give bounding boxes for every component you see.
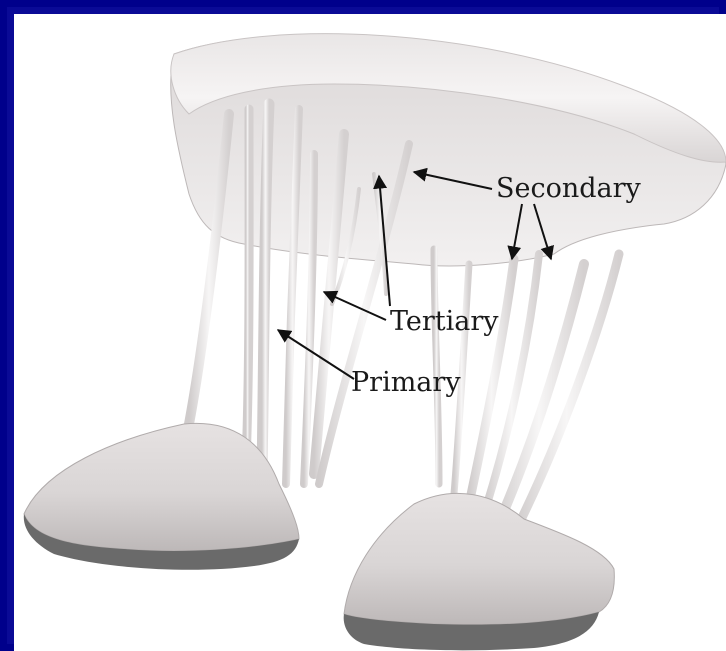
right-papillary-muscle [344,493,614,624]
chorda-cord [246,109,249,464]
label-primary: Primary [351,367,461,398]
chorda-cord [262,104,269,474]
heart-valve-chordae-figure: Secondary Tertiary Primary [14,14,726,651]
label-secondary: Secondary [496,173,642,204]
label-tertiary: Tertiary [390,306,499,337]
chorda-cord [469,259,514,504]
